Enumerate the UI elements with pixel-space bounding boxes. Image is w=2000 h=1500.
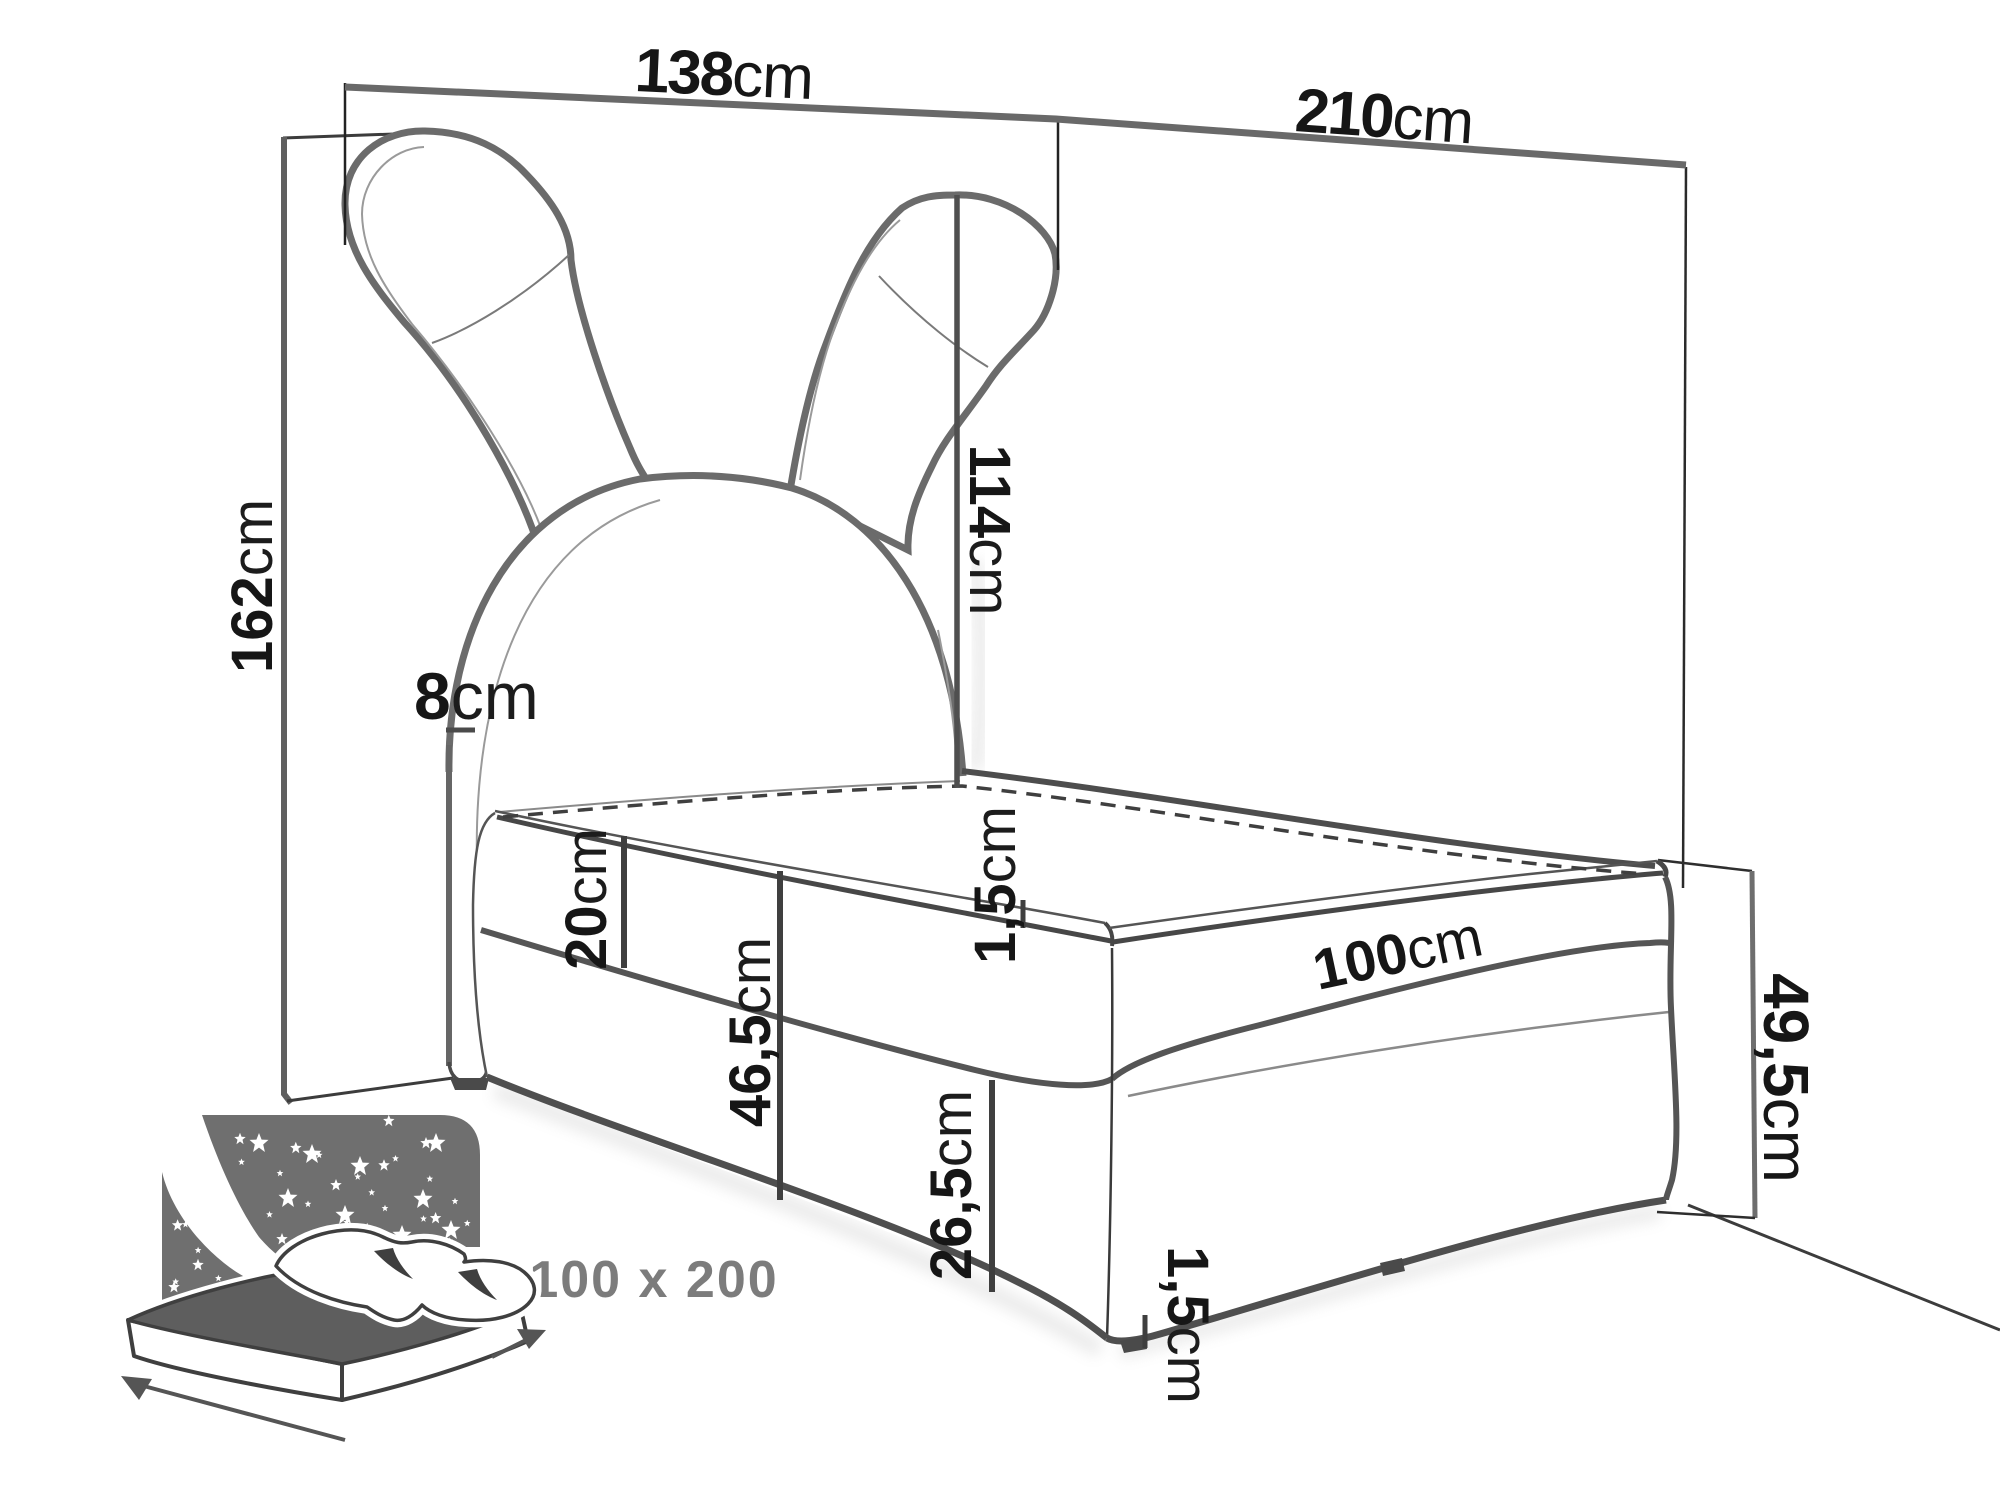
svg-text:210cm: 210cm — [1293, 76, 1475, 157]
svg-text:114cm: 114cm — [957, 445, 1022, 616]
svg-text:162cm: 162cm — [220, 499, 285, 673]
svg-text:1,5cm: 1,5cm — [963, 806, 1028, 964]
svg-text:20cm: 20cm — [554, 828, 619, 970]
svg-text:138cm: 138cm — [633, 36, 814, 113]
svg-text:26,5cm: 26,5cm — [919, 1090, 984, 1280]
svg-text:1,5cm: 1,5cm — [1155, 1246, 1220, 1404]
svg-text:49,5cm: 49,5cm — [1750, 973, 1822, 1183]
svg-text:100 x 200: 100 x 200 — [529, 1251, 778, 1309]
svg-text:46,5cm: 46,5cm — [718, 937, 783, 1127]
svg-text:8cm: 8cm — [414, 659, 539, 733]
